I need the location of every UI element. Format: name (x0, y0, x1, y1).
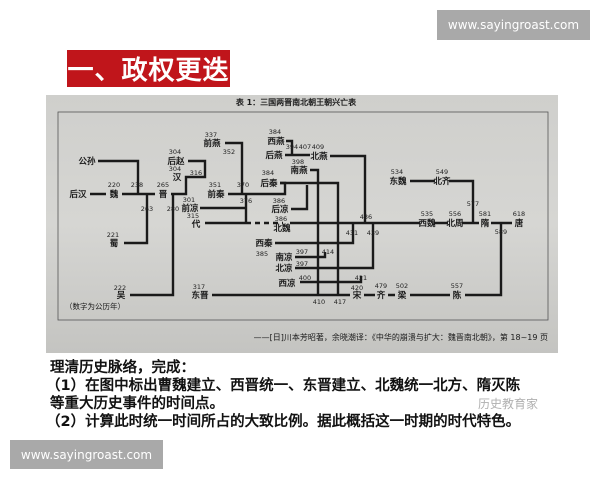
year-label: 337 (205, 131, 217, 139)
node-dongjin: 东晋 (191, 290, 209, 301)
year-label: 618 (513, 210, 525, 218)
node-qi: 齐 (377, 290, 386, 301)
node-sui: 隋 (481, 218, 490, 229)
year-label: 384 (269, 128, 281, 136)
event-414: 414 (322, 248, 334, 256)
year-label: 549 (436, 168, 448, 176)
year-label: 385 (256, 250, 268, 258)
year-label: 502 (396, 282, 408, 290)
year-label: 398 (292, 158, 304, 166)
event-409: 409 (312, 143, 324, 151)
year-label: 384 (262, 169, 274, 177)
node-nanliang: 南凉 (275, 252, 293, 263)
year-label: 581 (479, 210, 491, 218)
node-xiliang: 西凉 (278, 278, 296, 289)
year-label: 221 (107, 231, 119, 239)
watermark-top: www.sayingroast.com (437, 10, 590, 40)
node-houliang: 后凉 (271, 204, 289, 215)
year-label: 397 (296, 248, 308, 256)
event-370: 370 (237, 181, 249, 189)
diagram-frame (57, 111, 549, 321)
year-label: 301 (183, 196, 195, 204)
account-watermark: 历史教育家 (478, 397, 539, 411)
node-houqin: 后秦 (260, 178, 278, 189)
event-436: 436 (360, 213, 372, 221)
node-houyan: 后燕 (265, 150, 283, 161)
dynasty-nodes: 公孙 后汉 魏 220 晋 265 蜀 221 吴 222 后赵 304 汉 3… (69, 128, 525, 301)
node-gongsun: 公孙 (78, 156, 96, 167)
node-xiwei: 西魏 (418, 218, 436, 229)
year-label: 400 (299, 274, 311, 282)
section-title: 一、政权更迭 (67, 50, 230, 87)
node-houzhao: 后赵 (167, 156, 185, 167)
year-label: 479 (375, 282, 387, 290)
node-jin: 晋 (159, 190, 168, 200)
event-263: 263 (141, 205, 153, 213)
event-years: 238 263 280 316 352 370 376 394 407 409 … (131, 143, 507, 306)
year-label: 304 (169, 165, 181, 173)
watermark-bottom: www.sayingroast.com (10, 440, 163, 469)
event-280: 280 (167, 205, 179, 213)
event-352: 352 (223, 148, 235, 156)
diagram-title: 表 1：三国两晋南北朝王朝兴亡表 (235, 97, 357, 107)
year-label: 534 (391, 168, 403, 176)
question-intro: 理清历史脉络，完成： (50, 360, 195, 376)
node-shu: 蜀 (110, 238, 119, 249)
node-beizhou: 北周 (446, 218, 463, 229)
year-label: 557 (451, 282, 463, 290)
event-589: 589 (495, 228, 507, 236)
node-tang: 唐 (515, 218, 524, 229)
node-dai: 代 (191, 219, 201, 230)
node-chen: 陈 (453, 290, 462, 301)
node-wei: 魏 (109, 189, 119, 200)
event-421: 421 (355, 274, 367, 282)
year-label: 304 (169, 148, 181, 156)
year-label: 315 (187, 212, 199, 220)
event-410: 410 (313, 298, 325, 306)
year-label: 386 (275, 215, 287, 223)
node-wu: 吴 (117, 291, 126, 301)
node-liang: 梁 (397, 290, 407, 301)
node-beiwei: 北魏 (273, 223, 291, 234)
node-qianyan: 前燕 (203, 138, 221, 149)
node-xiqin: 西秦 (255, 238, 273, 249)
year-label: 265 (157, 181, 169, 189)
event-431: 431 (346, 229, 358, 237)
node-xiyan: 西燕 (267, 136, 285, 147)
event-238: 238 (131, 181, 143, 189)
connector-lines (90, 139, 512, 297)
node-nanyan: 南燕 (290, 165, 308, 176)
node-houhan: 后汉 (69, 189, 87, 200)
node-qianliang: 前凉 (181, 203, 199, 214)
node-beiliang: 北凉 (275, 263, 293, 274)
year-label: 397 (296, 260, 308, 268)
node-dongwei: 东魏 (389, 176, 407, 187)
event-316: 316 (190, 169, 202, 177)
year-label: 222 (114, 284, 126, 292)
diagram-source: ——[日]川本芳昭著，余晓潮译：《中华的崩溃与扩大：魏晋南北朝》，第 18~19… (254, 332, 548, 342)
event-417: 417 (334, 298, 346, 306)
node-han: 汉 (173, 172, 182, 183)
year-label: 535 (421, 210, 433, 218)
event-376: 376 (240, 197, 252, 205)
year-label: 351 (209, 181, 221, 189)
year-label: 386 (273, 197, 285, 205)
event-407: 407 (299, 143, 311, 151)
question-2: （2）计算此时统一时间所占的大致比例。据此概括这一时期的时代特色。 (46, 414, 521, 430)
question-1-line-1: （1）在图中标出曹魏建立、西晋统一、东晋建立、北魏统一北方、隋灭陈 (46, 378, 521, 394)
node-song: 宋 (352, 290, 362, 301)
year-label: 420 (351, 284, 363, 292)
year-label: 556 (449, 210, 461, 218)
node-qianqin: 前秦 (207, 189, 225, 200)
question-1-line-2: 等重大历史事件的时间点。 (50, 396, 224, 412)
node-beiqi: 北齐 (433, 176, 451, 187)
event-577: 577 (467, 200, 479, 208)
year-label: 220 (108, 181, 120, 189)
event-439: 439 (367, 229, 379, 237)
node-beiyan: 北燕 (310, 151, 328, 162)
diagram-note: （数字为公历年） (65, 301, 125, 311)
year-label: 317 (193, 283, 205, 291)
event-394: 394 (286, 143, 298, 151)
